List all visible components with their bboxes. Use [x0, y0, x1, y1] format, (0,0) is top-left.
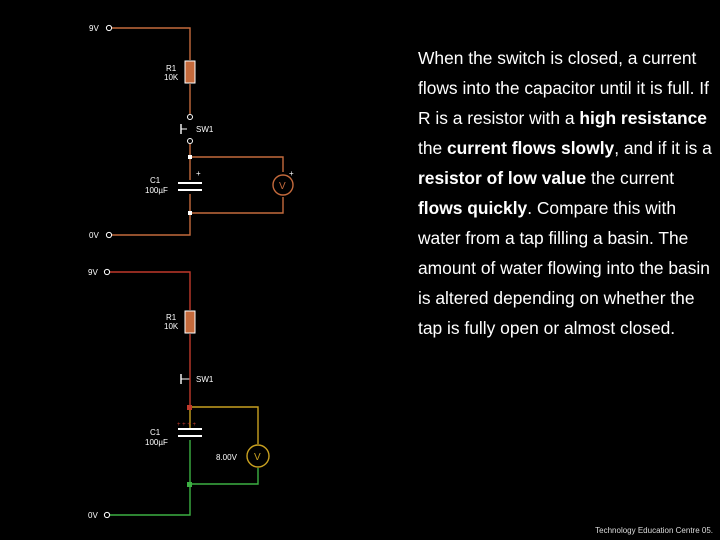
bottom-0v-label: 0V	[88, 511, 98, 520]
top-voltmeter	[272, 174, 294, 196]
top-9v-terminal	[105, 24, 113, 32]
emphasis-run: flows quickly	[418, 198, 528, 218]
bottom-9v-terminal	[103, 268, 111, 276]
top-junction-lower	[188, 211, 192, 215]
bottom-9v-label: 9V	[88, 268, 98, 277]
bottom-junction-upper	[187, 405, 192, 410]
bottom-junction-lower	[187, 482, 192, 487]
bottom-resistor	[184, 310, 196, 334]
bottom-voltmeter-reading: 8.00V	[216, 453, 238, 462]
text-run: the current	[586, 168, 675, 188]
text-run: the	[418, 138, 448, 158]
bottom-switch	[180, 366, 191, 392]
top-capacitor-value: 100µF	[145, 186, 168, 195]
top-capacitor	[178, 182, 202, 191]
top-9v-label: 9V	[89, 24, 99, 33]
bottom-switch-label: SW1	[196, 375, 214, 384]
top-resistor-name: R1	[166, 64, 177, 73]
text-run: , and if it is a	[614, 138, 712, 158]
top-junction-upper	[188, 155, 192, 159]
bottom-resistor-name: R1	[166, 313, 177, 322]
explanation-text: When the switch is closed, a current flo…	[418, 43, 714, 343]
bottom-circuit: 9V 0V R1 10K SW1 + + + + C1 100µF V 8.00…	[88, 268, 270, 520]
top-switch-label: SW1	[196, 125, 214, 134]
bottom-circuit-ground-wires	[110, 440, 259, 516]
top-resistor	[184, 60, 196, 84]
top-0v-terminal	[105, 231, 113, 239]
emphasis-run: current flows slowly	[447, 138, 615, 158]
top-voltmeter-symbol: V	[279, 181, 286, 192]
top-capacitor-name: C1	[150, 176, 161, 185]
bottom-capacitor: + + + +	[177, 422, 202, 437]
top-switch	[180, 114, 193, 144]
circuit-diagrams: 9V 0V R1 10K SW1 + C1 100µF V +	[88, 24, 294, 520]
bottom-resistor-value: 10K	[164, 322, 179, 331]
top-circuit-wires	[112, 27, 284, 236]
footer-credit: Technology Education Centre 05.	[595, 526, 713, 535]
text-run: When the switch is closed, a current flo…	[418, 48, 709, 128]
text-run: . Compare this with water from a tap fil…	[418, 198, 710, 338]
top-voltmeter-plus: +	[289, 169, 294, 178]
bottom-0v-terminal	[103, 511, 111, 519]
bottom-circuit-live-wires	[110, 271, 191, 407]
top-capacitor-plus: +	[196, 169, 201, 178]
bottom-voltmeter-symbol: V	[254, 452, 261, 463]
emphasis-run: resistor of low value	[418, 168, 587, 188]
bottom-capacitor-value: 100µF	[145, 438, 168, 447]
svg-text:+ + + +: + + + +	[177, 422, 197, 428]
emphasis-run: high resistance	[579, 108, 707, 128]
top-resistor-value: 10K	[164, 73, 179, 82]
bottom-circuit-charged-wires	[189, 406, 259, 444]
top-0v-label: 0V	[89, 231, 99, 240]
bottom-voltmeter	[246, 444, 270, 468]
bottom-capacitor-name: C1	[150, 428, 161, 437]
top-circuit: 9V 0V R1 10K SW1 + C1 100µF V +	[89, 24, 294, 240]
